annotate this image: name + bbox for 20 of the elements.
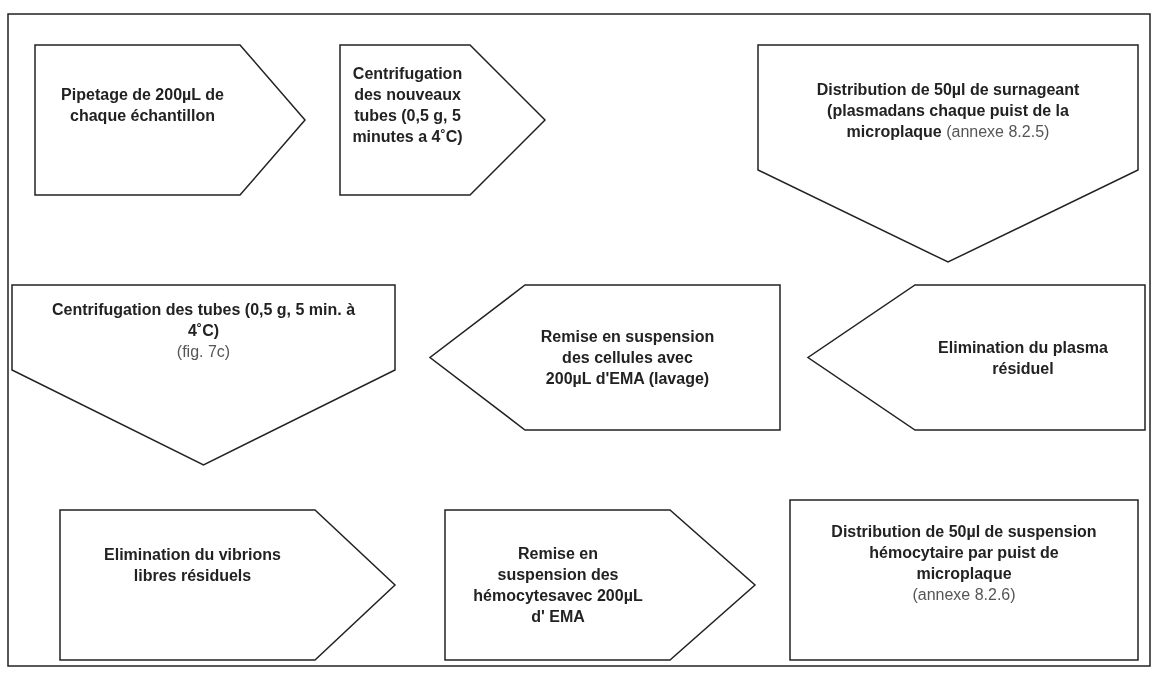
reference-note: (fig. 7c) bbox=[176, 341, 231, 362]
reference-note: (annexe 8.2.6) bbox=[912, 585, 1016, 605]
left-arrow-shape bbox=[430, 285, 780, 430]
step-text: Distribution de 50µl de suspension hémocytaire par puist de microplaque bbox=[830, 522, 1098, 584]
right-arrow-shape bbox=[35, 45, 305, 195]
right-arrow-shape bbox=[340, 45, 545, 195]
step-text: Distribution de 50µl de surnageant (plasmadans chaque puist de la microplaque (annexe 8.2.5) bbox=[815, 80, 1081, 142]
process-box bbox=[790, 500, 1138, 660]
down-arrow-shape bbox=[758, 45, 1138, 262]
step-text: Remise en suspension des cellules avec 200µL d'EMA (lavage) bbox=[540, 327, 715, 389]
left-arrow-shape bbox=[808, 285, 1145, 430]
right-arrow-shape bbox=[445, 510, 755, 660]
step-text: Centrifugation des tubes (0,5 g, 5 min. à 4˚C) bbox=[50, 299, 357, 341]
step-text: Elimination du plasma résiduel bbox=[937, 337, 1109, 379]
step-text: Remise en suspension des hémocytesavec 200µL d' EMA bbox=[473, 544, 643, 627]
step-text: Pipetage de 200µL de chaque échantillon bbox=[60, 85, 225, 126]
step-text: Elimination du vibrions libres résiduels bbox=[103, 545, 282, 586]
step-text: Centrifugation des nouveaux tubes (0,5 g, 5 minutes a 4˚C) bbox=[351, 64, 464, 147]
right-arrow-shape bbox=[60, 510, 395, 660]
down-arrow-shape bbox=[12, 285, 395, 465]
